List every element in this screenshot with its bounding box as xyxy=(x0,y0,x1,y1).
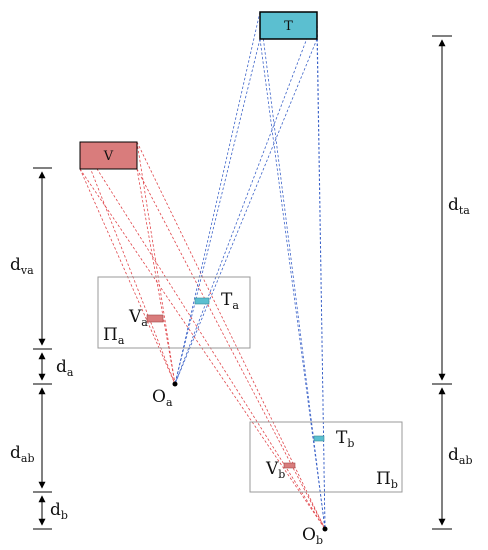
image-plane-b xyxy=(249,421,403,493)
projection-ray xyxy=(316,38,326,530)
projection-ray xyxy=(79,141,176,385)
label-T_b: Tb xyxy=(336,428,354,450)
label-V_b: Vb xyxy=(265,459,285,481)
image-plane-a xyxy=(97,276,251,349)
projection-ray xyxy=(136,141,176,385)
label-T_a: Ta xyxy=(221,290,239,312)
viewer-box-label: V xyxy=(103,149,114,164)
projection-ray xyxy=(174,38,318,385)
projection-ray xyxy=(174,11,318,385)
camera-center-a xyxy=(172,381,178,387)
dim-d_va: dva xyxy=(10,255,34,277)
left-dimension-axis xyxy=(33,167,52,530)
dim-d_b: db xyxy=(50,500,68,522)
viewer-box xyxy=(79,141,138,170)
target-box xyxy=(259,11,318,40)
projection-ray xyxy=(259,11,326,530)
projection-ray xyxy=(79,168,326,530)
viewer-projection-b xyxy=(283,462,296,469)
label-O_a: Oa xyxy=(152,387,173,409)
projection-ray xyxy=(136,141,326,530)
target-projection-b xyxy=(313,435,325,442)
projection-ray xyxy=(136,168,326,530)
label-Pi_a: Πa xyxy=(103,325,125,347)
projection-ray xyxy=(259,38,326,530)
dim-d_ab-left: dab xyxy=(10,443,35,465)
blue-projection-rays xyxy=(174,11,326,530)
projection-ray xyxy=(174,11,261,385)
dim-d_ta: dta xyxy=(448,195,470,217)
target-projection-a xyxy=(194,297,210,305)
label-V_a: Va xyxy=(128,307,148,329)
label-Pi_b: Πb xyxy=(376,469,398,491)
dim-d_a: da xyxy=(56,357,74,379)
target-box-label: T xyxy=(284,19,293,34)
right-dimension-axis xyxy=(432,35,452,530)
viewer-projection-a xyxy=(146,314,164,323)
camera-center-b xyxy=(322,526,328,532)
projection-ray xyxy=(174,38,261,385)
dim-d_ab-right: dab xyxy=(448,445,473,467)
label-O_b: Ob xyxy=(302,525,323,547)
